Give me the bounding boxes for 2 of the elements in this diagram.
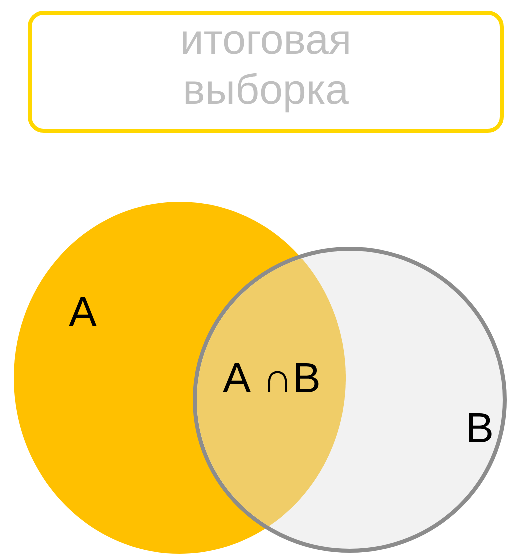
intersection-region: A ∩B: [197, 258, 346, 526]
title-box: итоговая выборка: [28, 11, 504, 133]
